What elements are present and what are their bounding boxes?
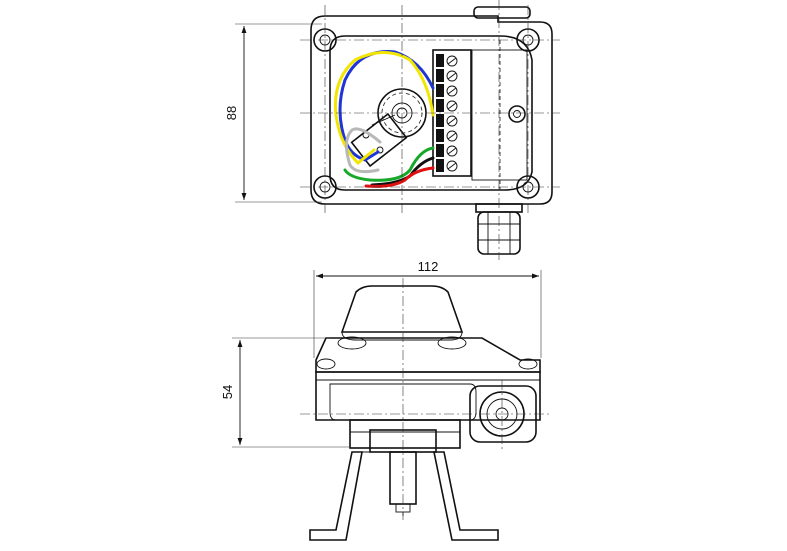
- terminal-screw: [446, 85, 458, 97]
- dimension-label-112: 112: [418, 259, 439, 274]
- wire-green: [343, 146, 435, 182]
- dimension-label-88: 88: [224, 106, 239, 120]
- terminal-clamp: [436, 54, 444, 67]
- wire-red: [364, 166, 435, 188]
- terminal-clamp: [436, 159, 444, 172]
- terminal-screw-slot: [447, 147, 457, 155]
- terminal-screw: [446, 115, 458, 127]
- wire-blue: [338, 50, 435, 162]
- terminal-screw-slot: [447, 102, 457, 110]
- terminal-screw-slot: [447, 87, 457, 95]
- terminal-clamp: [436, 144, 444, 157]
- front-view: 112 54: [220, 259, 550, 541]
- terminal-screw: [446, 145, 458, 157]
- terminal-clamp: [436, 114, 444, 127]
- dimension-label-54: 54: [220, 385, 235, 399]
- wiring: [333, 50, 435, 188]
- terminal-screw-slot: [447, 117, 457, 125]
- terminal-screw-slot: [447, 72, 457, 80]
- terminal-screw: [446, 160, 458, 172]
- terminal-screw: [446, 55, 458, 67]
- terminal-screw: [446, 70, 458, 82]
- terminal-screw-slot: [447, 132, 457, 140]
- dimension-width-front: 112: [313, 259, 542, 358]
- terminal-clamp: [436, 69, 444, 82]
- top-view: 88: [224, 0, 560, 260]
- terminal-screw: [446, 100, 458, 112]
- terminal-clamp: [436, 84, 444, 97]
- terminal-screw-slot: [447, 57, 457, 65]
- dimension-height-front: 54: [220, 337, 350, 448]
- terminal-screw-slot: [447, 162, 457, 170]
- wire-yellow: [333, 51, 435, 166]
- terminal-clamp: [436, 99, 444, 112]
- terminal-screw: [446, 130, 458, 142]
- dimension-height-top: 88: [224, 23, 322, 203]
- terminal-clamp: [436, 129, 444, 142]
- wire-grey: [345, 127, 382, 174]
